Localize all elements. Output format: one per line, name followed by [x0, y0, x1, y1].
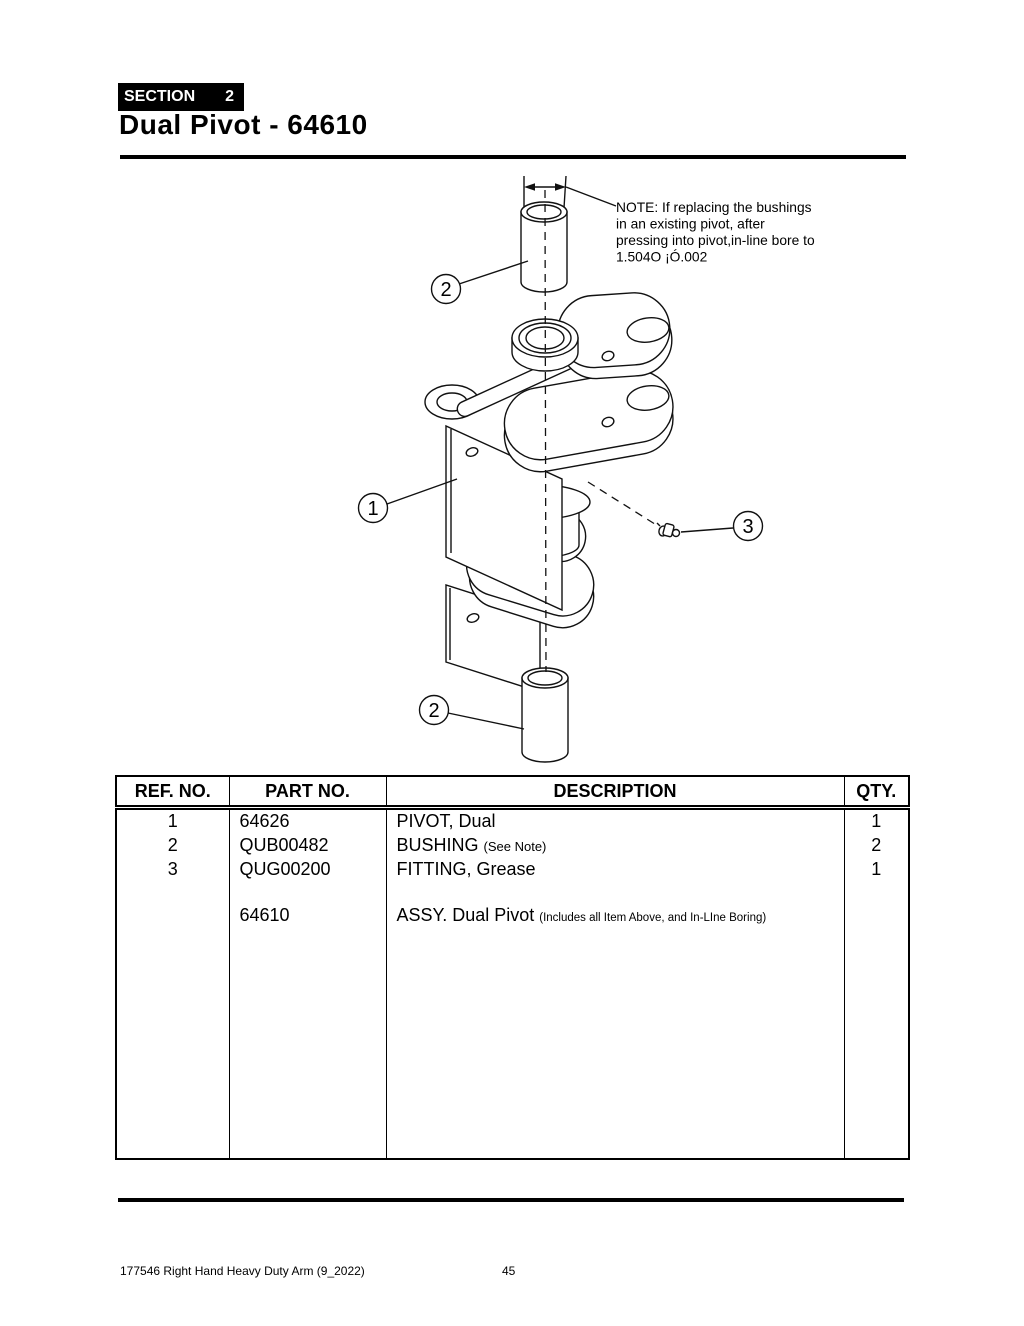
table-spacer-row [116, 882, 909, 904]
cell-ref: 3 [116, 858, 230, 882]
cell-desc: ASSY. Dual Pivot (Includes all Item Abov… [386, 904, 845, 934]
table-row: 1 64626 PIVOT, Dual 1 [116, 807, 909, 834]
cell-desc: BUSHING (See Note) [386, 834, 845, 858]
section-label: SECTION [124, 88, 196, 105]
header-part-no: PART NO. [229, 776, 387, 810]
exploded-view-diagram: NOTE: If replacing the bushings in an ex… [357, 175, 815, 763]
table-row: 2 QUB00482 BUSHING (See Note) 2 [116, 834, 909, 858]
desc-note: (See Note) [483, 839, 547, 854]
table-row: 64610 ASSY. Dual Pivot (Includes all Ite… [116, 904, 909, 934]
cell-desc: PIVOT, Dual [386, 807, 845, 834]
table-filler-row [116, 934, 909, 1159]
footer-page-number: 45 [502, 1264, 516, 1278]
bushing-top [520, 201, 568, 293]
cell-qty [844, 904, 909, 934]
header-qty: QTY. [844, 776, 909, 810]
cell-part: 64610 [229, 904, 387, 934]
callout-label: 2 [440, 279, 451, 301]
note-line-3: pressing into pivot,in-line bore to [616, 233, 815, 248]
note-line-1: NOTE: If replacing the bushings [616, 200, 812, 215]
page-title: Dual Pivot - 64610 [119, 109, 368, 140]
desc-text: BUSHING [396, 835, 484, 855]
pivot-assembly [424, 292, 674, 693]
title-rule [120, 155, 906, 159]
desc-text: ASSY. Dual Pivot [396, 905, 540, 925]
desc-text: FITTING, Grease [396, 859, 536, 879]
footer-doc-ref: 177546 Right Hand Heavy Duty Arm (9_2022… [120, 1264, 365, 1278]
table-row: 3 QUG00200 FITTING, Grease 1 [116, 858, 909, 882]
callout-2-top: 2 [430, 260, 529, 305]
callout-label: 1 [367, 498, 378, 520]
cell-qty: 1 [871, 859, 882, 879]
callout-2-bottom: 2 [418, 694, 525, 730]
cell-part: 64626 [229, 807, 387, 834]
cell-desc: FITTING, Grease [386, 858, 845, 882]
cell-ref: 1 [116, 807, 230, 834]
cell-ref: 2 [116, 834, 230, 858]
cell-part: QUB00482 [229, 834, 387, 858]
cell-part: QUG00200 [229, 858, 387, 882]
desc-note: (Includes all Item Above, and In-LIne Bo… [539, 912, 767, 924]
desc-text: PIVOT, Dual [396, 811, 496, 831]
bushing-bottom [521, 667, 569, 763]
callout-label: 2 [428, 700, 439, 722]
grease-fitting [656, 522, 681, 538]
cell-qty: 2 [871, 835, 882, 855]
footer-rule [118, 1198, 904, 1202]
callout-1: 1 [357, 478, 458, 524]
note-line-2: in an existing pivot, after [616, 217, 765, 232]
callout-label: 3 [742, 516, 753, 538]
callout-3: 3 [680, 510, 764, 542]
fitting-leader-dashed [587, 481, 659, 527]
section-banner: SECTION 2 [118, 83, 244, 111]
table-header-row: REF. NO. PART NO. DESCRIPTION QTY. [116, 776, 909, 810]
header-ref-no: REF. NO. [116, 776, 230, 810]
note-line-4: 1.504O ¡Ó.002 [616, 249, 707, 265]
cell-ref [116, 904, 230, 934]
dimension-lines [523, 175, 617, 209]
diagram-note: NOTE: If replacing the bushings in an ex… [616, 200, 815, 265]
section-number: 2 [225, 88, 234, 105]
parts-table: REF. NO. PART NO. DESCRIPTION QTY. 1 646… [115, 775, 910, 1160]
header-description: DESCRIPTION [386, 776, 845, 810]
centerline [544, 189, 547, 673]
cell-qty: 1 [871, 811, 882, 831]
